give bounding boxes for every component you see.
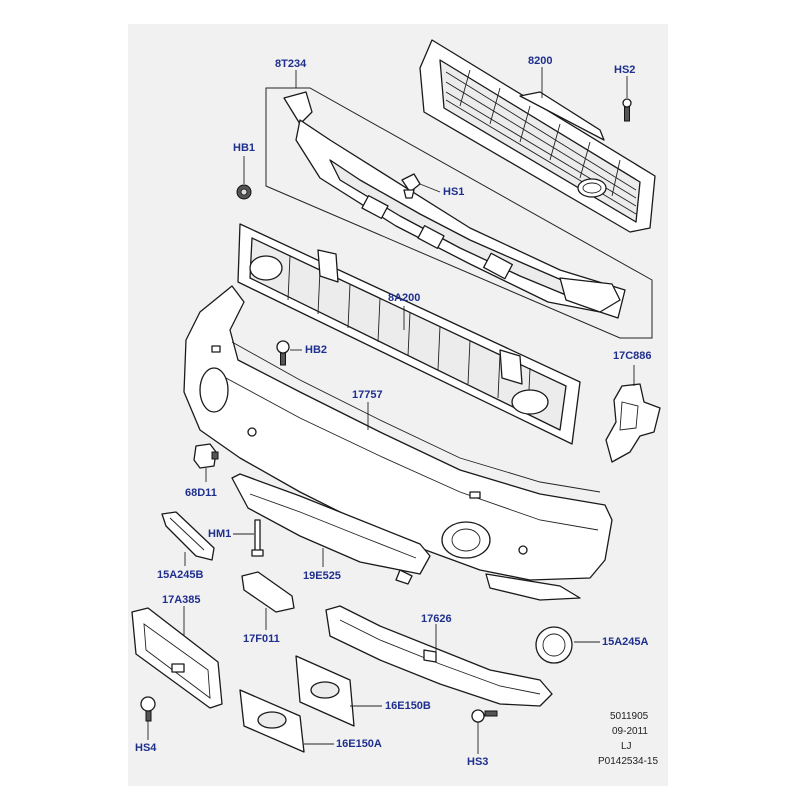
- nut-HB1: [236, 184, 252, 200]
- callout-HS2[interactable]: HS2: [614, 64, 636, 76]
- callout-HB2[interactable]: HB2: [305, 344, 328, 356]
- screw-HS3: [471, 709, 498, 723]
- callout-17C886[interactable]: 17C886: [613, 350, 652, 362]
- group-frame-8T234: [265, 87, 653, 339]
- callout-HM1[interactable]: HM1: [208, 528, 232, 540]
- callout-HB1[interactable]: HB1: [233, 142, 256, 154]
- callout-15A245B[interactable]: 15A245B: [157, 569, 204, 581]
- bracket-17C886: [605, 383, 661, 463]
- ring-15A245A: [535, 626, 573, 664]
- bumper-cover-17757: [183, 285, 613, 601]
- callout-HS4[interactable]: HS4: [135, 742, 157, 754]
- callout-8T234[interactable]: 8T234: [275, 58, 307, 70]
- callout-16E150A[interactable]: 16E150A: [336, 738, 382, 750]
- panel-17F011: [241, 571, 295, 613]
- badge-plate-16E150A: [239, 689, 305, 753]
- screw-HS2: [622, 98, 632, 122]
- footer-date: 09-2011: [612, 726, 648, 737]
- badge-plate-16E150B: [295, 655, 355, 727]
- reinforcement-8T234: [283, 91, 626, 319]
- callout-8A200[interactable]: 8A200: [388, 292, 421, 304]
- absorber-8A200: [237, 223, 581, 445]
- plate-bracket-17A385: [131, 607, 223, 709]
- bolt-HB2: [276, 340, 290, 366]
- callout-8200[interactable]: 8200: [528, 55, 553, 67]
- screw-HS4: [140, 696, 156, 722]
- footer-ref: P0142534-15: [598, 756, 659, 767]
- callout-68D11[interactable]: 68D11: [185, 487, 217, 499]
- callout-17757[interactable]: 17757: [352, 389, 383, 401]
- sensor-68D11: [193, 443, 219, 469]
- grille-8200: [419, 39, 656, 233]
- callout-15A245A[interactable]: 15A245A: [602, 636, 649, 648]
- callout-17A385[interactable]: 17A385: [162, 594, 201, 606]
- valance-17626: [325, 605, 553, 707]
- clip-HS1: [401, 173, 421, 199]
- callout-HS3[interactable]: HS3: [467, 756, 489, 768]
- callout-16E150B[interactable]: 16E150B: [385, 700, 431, 712]
- leader-lines: [147, 67, 635, 754]
- callout-17F011[interactable]: 17F011: [243, 633, 280, 645]
- callout-HS1[interactable]: HS1: [443, 186, 465, 198]
- footer-code: 5011905: [610, 711, 649, 722]
- footer-initials: LJ: [621, 741, 632, 752]
- lower-grille-19E525: [231, 473, 431, 585]
- callout-17626[interactable]: 17626: [421, 613, 452, 625]
- clip-HM1: [251, 519, 264, 557]
- callout-19E525[interactable]: 19E525: [303, 570, 341, 582]
- bracket-15A245B: [161, 511, 215, 561]
